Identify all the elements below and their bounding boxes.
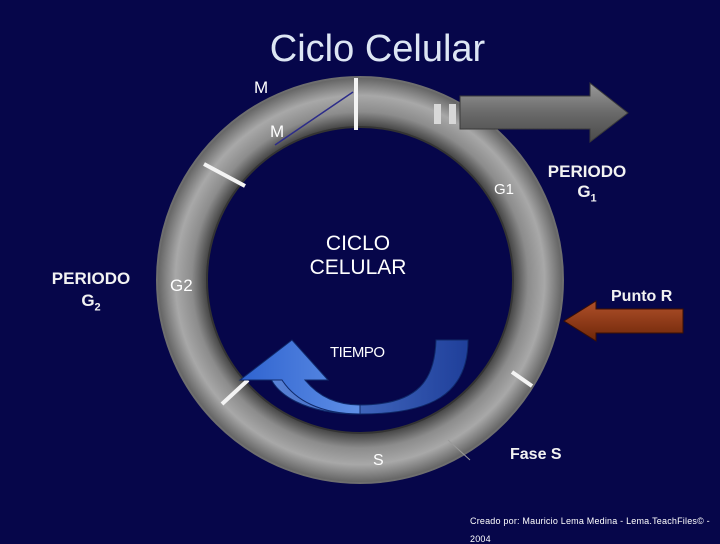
periodo-g2-subscript-group: G2 [47,290,135,318]
divider-s-g1 [510,370,534,388]
m-ring-label: M [270,122,285,141]
footer-credit: Creado por: Mauricio Lema Medina - Lema.… [470,516,710,526]
exit-gap-marker [434,104,456,124]
fase-s-label: Fase S [510,446,562,463]
divider-m-g2 [203,162,246,188]
s-ring-label: S [373,452,384,469]
cycle-ring [156,76,564,484]
divider-g2-s [220,378,250,406]
periodo-g2-index: 2 [94,301,101,314]
periodo-g1-label: PERIODO G1 [545,162,629,208]
center-line1: CICLO [325,232,391,255]
periodo-g1-text: PERIODO [547,162,627,181]
center-line2: CELULAR [309,256,407,279]
m-connector-line [274,91,354,146]
periodo-g2-label: PERIODO G2 [47,268,135,318]
ring-dividers [203,78,534,406]
periodo-g1-index: 1 [590,192,597,205]
footer-year: 2004 [470,534,491,544]
s-connector-line [447,439,471,461]
g1-ring-label: G1 [494,181,515,198]
m-top-label: M [254,78,269,97]
slide-title: Ciclo Celular [269,28,486,70]
punto-r-label: Punto R [611,288,673,305]
g2-ring-label: G2 [170,276,193,295]
periodo-g1-subscript-group: G1 [545,182,629,208]
tiempo-curved-arrow [238,339,469,415]
tiempo-label: TIEMPO [330,344,385,361]
periodo-g1-g: G [577,182,591,201]
center-label: CICLO CELULAR [308,232,408,280]
periodo-g2-g: G [81,291,95,310]
punto-r-arrow [563,300,684,342]
exit-arrow [459,81,629,144]
periodo-g2-text: PERIODO [51,269,131,288]
